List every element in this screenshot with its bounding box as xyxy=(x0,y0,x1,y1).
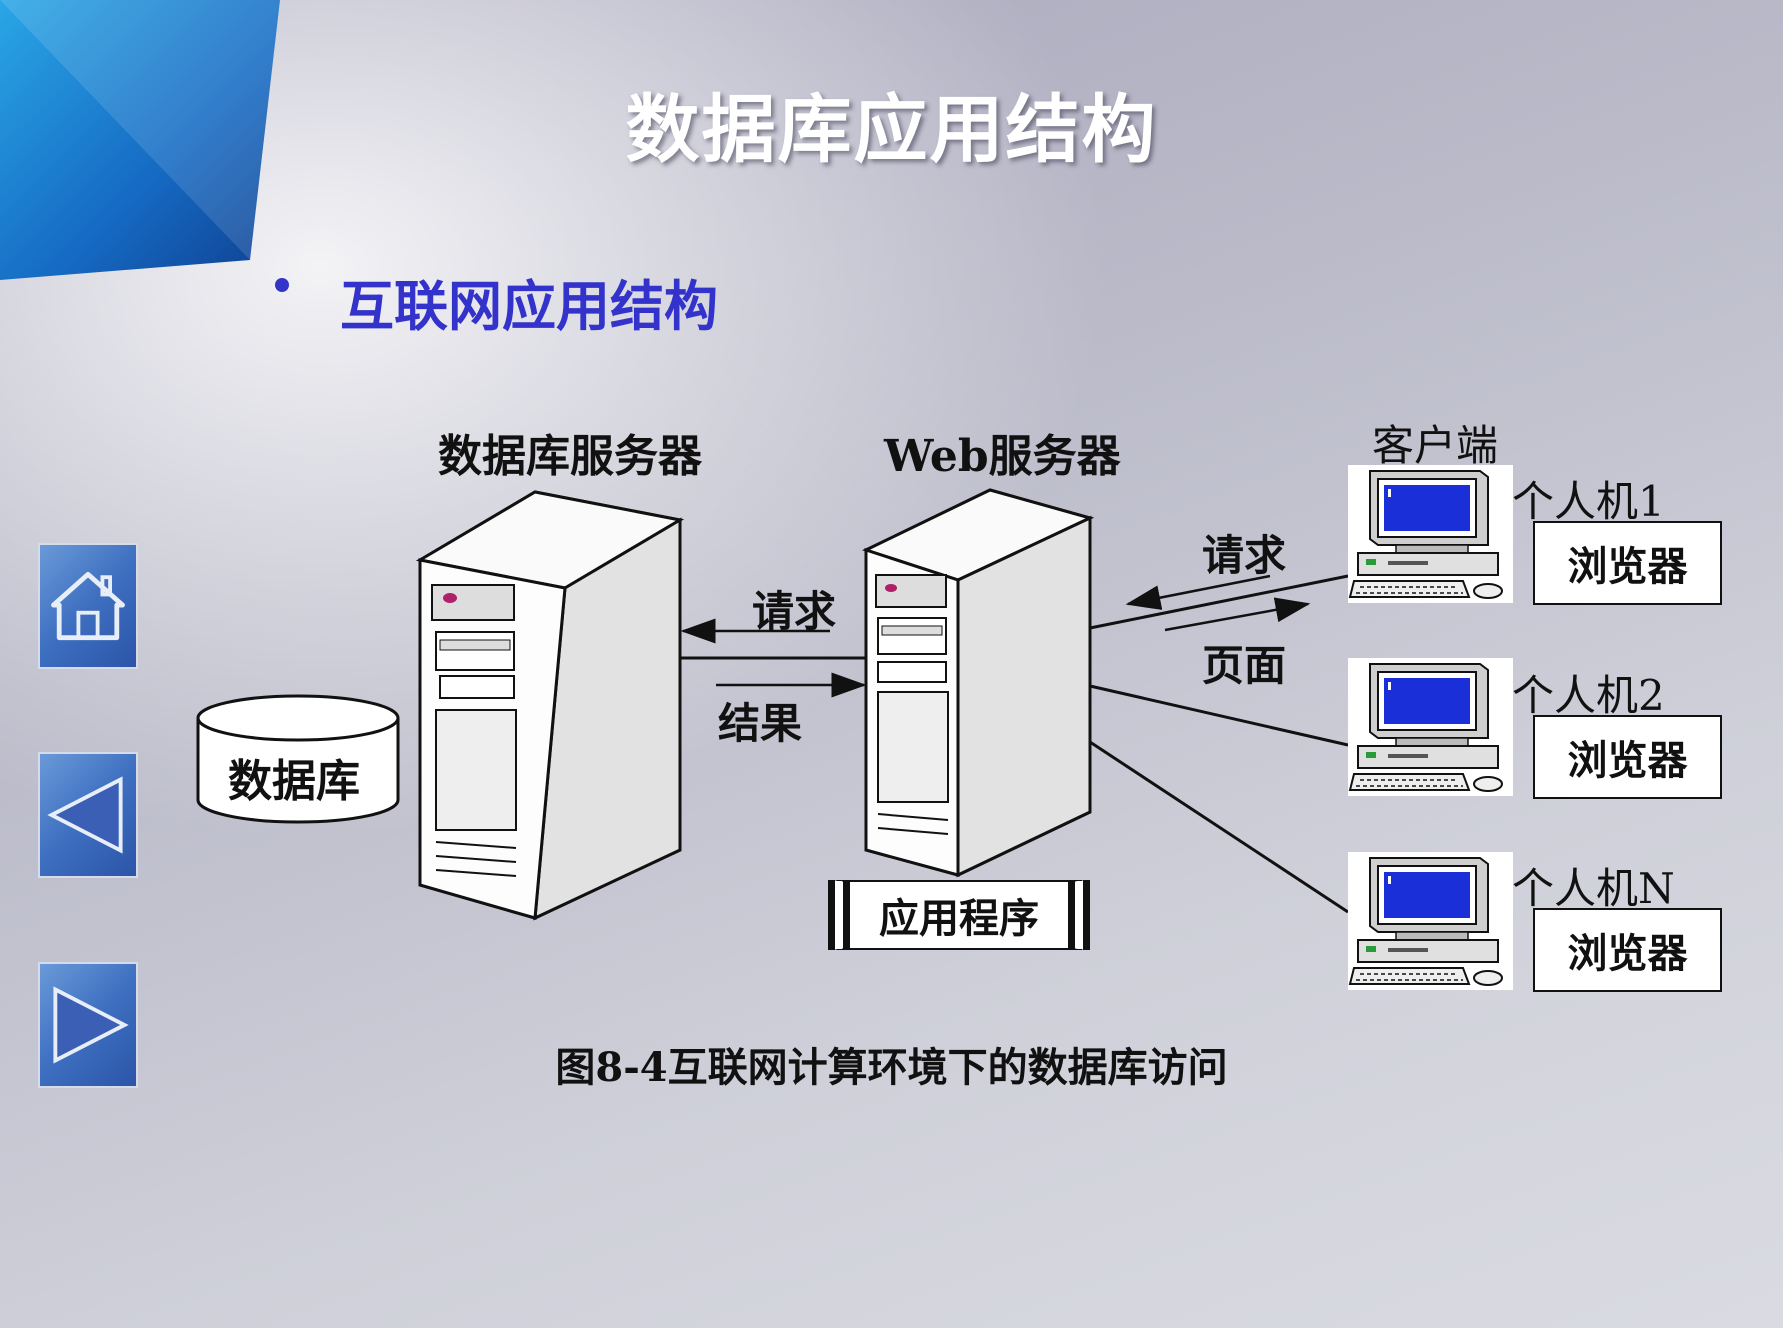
web-page-label: 页面 xyxy=(1202,641,1287,690)
client-computer-2 xyxy=(1347,657,1514,797)
web-request-label: 请求 xyxy=(1202,531,1287,580)
client-n-name: 个人机N xyxy=(1512,864,1675,913)
client-2-name: 个人机2 xyxy=(1512,671,1665,720)
figure-caption: 图8-4互联网计算环境下的数据库访问 xyxy=(555,1044,1228,1091)
client-2-browser-box: 浏览器 xyxy=(1533,715,1722,799)
home-button[interactable] xyxy=(38,543,138,669)
previous-button[interactable] xyxy=(38,752,138,878)
web-server-tower xyxy=(861,488,1095,878)
database-label: 数据库 xyxy=(228,756,360,807)
home-icon xyxy=(51,571,125,641)
client-n-link xyxy=(1089,740,1349,914)
client-n-browser-box: 浏览器 xyxy=(1533,908,1722,992)
db-request-label: 请求 xyxy=(752,587,837,636)
database-server-tower xyxy=(415,490,685,921)
triangle-left-icon xyxy=(47,776,123,854)
client-1-link xyxy=(1089,574,1349,630)
bullet-heading: 互联网应用结构 xyxy=(340,275,718,338)
client-computer-n xyxy=(1347,851,1514,991)
db-result-label: 结果 xyxy=(718,699,803,748)
client-2-link xyxy=(1089,684,1349,747)
next-button[interactable] xyxy=(38,962,138,1088)
triangle-right-icon xyxy=(53,986,129,1064)
slide-title: 数据库应用结构 xyxy=(625,87,1158,173)
application-program-box: 应用程序 xyxy=(828,880,1090,950)
corner-decoration xyxy=(0,0,280,280)
client-1-browser-box: 浏览器 xyxy=(1533,521,1722,605)
web-page-arrow xyxy=(1164,597,1311,632)
web-server-label: Web服务器 xyxy=(884,431,1121,482)
bullet-dot xyxy=(275,278,289,292)
web-request-arrow xyxy=(1125,574,1271,610)
client-label: 客户端 xyxy=(1372,421,1499,470)
db-server-label: 数据库服务器 xyxy=(438,431,702,482)
database-cylinder xyxy=(196,694,400,824)
client-computer-1 xyxy=(1348,465,1513,603)
client-1-name: 个人机1 xyxy=(1512,477,1665,526)
